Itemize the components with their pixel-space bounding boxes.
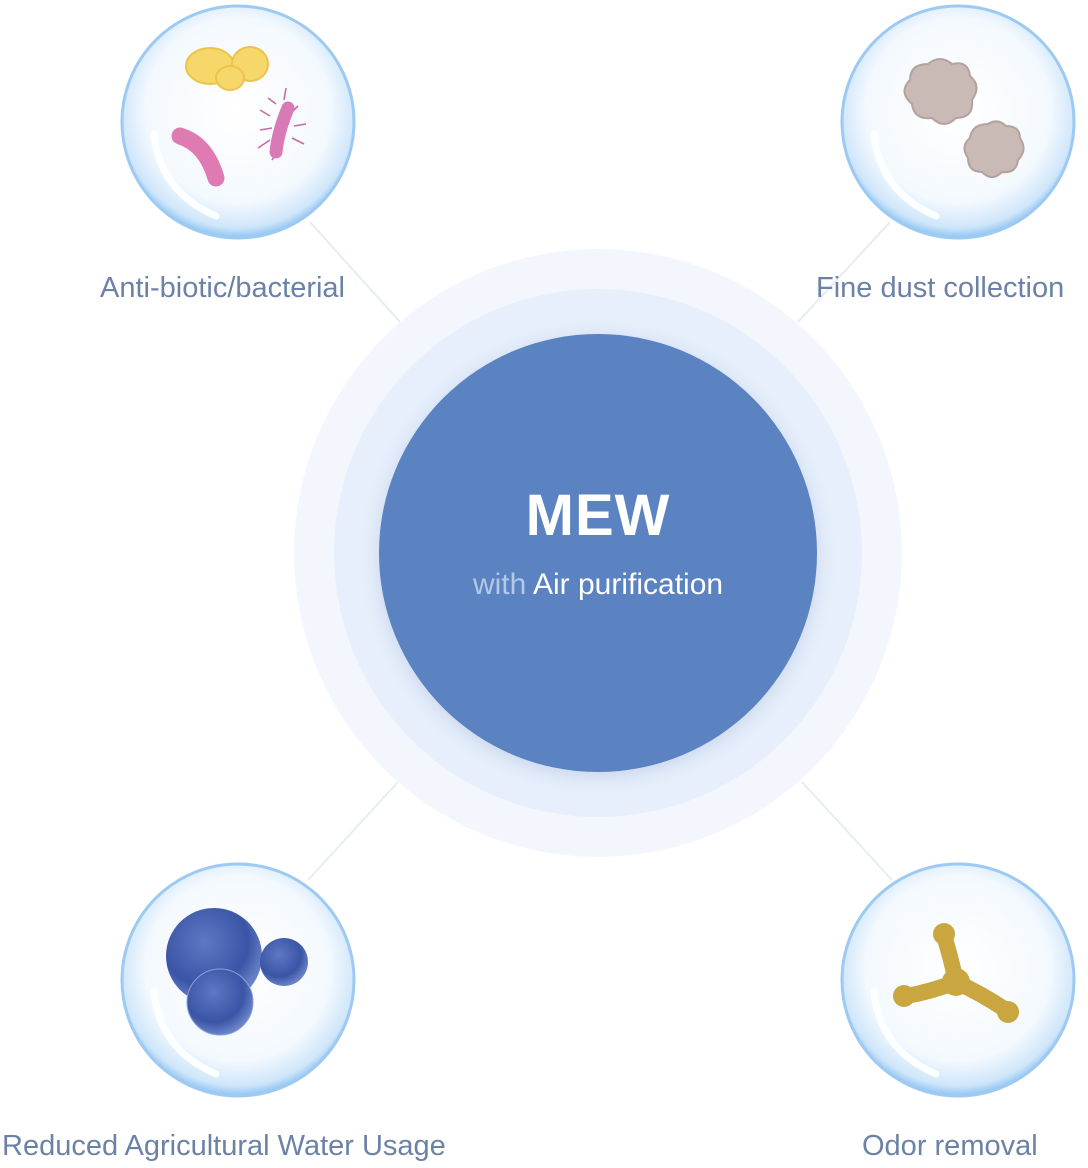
water-bubble <box>120 862 356 1098</box>
dust-bubble <box>840 4 1076 240</box>
connector-top-left <box>309 221 401 323</box>
bacteria-bubble <box>120 4 356 240</box>
feature-label-odor-removal: Odor removal <box>862 1130 1038 1162</box>
rod-bacterium <box>171 127 225 187</box>
dust-particles-icon <box>840 4 1076 240</box>
dust-large <box>903 58 978 125</box>
odor-molecule-icon <box>840 862 1076 1098</box>
bacteria-icon <box>120 4 356 240</box>
yellow-blob <box>185 46 269 91</box>
molecule-medium <box>186 968 254 1036</box>
water-molecule-icon <box>120 862 356 1098</box>
dust-small <box>963 120 1025 178</box>
center-circle: MEW with Air purification <box>379 334 817 772</box>
feature-label-antibacterial: Anti-biotic/bacterial <box>100 272 345 304</box>
center-subtitle-prefix: with <box>472 568 527 601</box>
molecule-small <box>260 938 308 986</box>
feature-label-water-usage: Reduced Agricultural Water Usage <box>2 1130 446 1162</box>
connector-top-right <box>797 221 891 323</box>
center-subtitle-line: with Air purification <box>379 568 817 602</box>
connector-bottom-right <box>801 781 893 881</box>
center-subtitle: Air purification <box>532 568 724 601</box>
odor-bubble <box>840 862 1076 1098</box>
feature-label-fine-dust: Fine dust collection <box>816 272 1065 304</box>
connector-bottom-left <box>307 781 399 881</box>
center-title: MEW <box>525 483 671 548</box>
